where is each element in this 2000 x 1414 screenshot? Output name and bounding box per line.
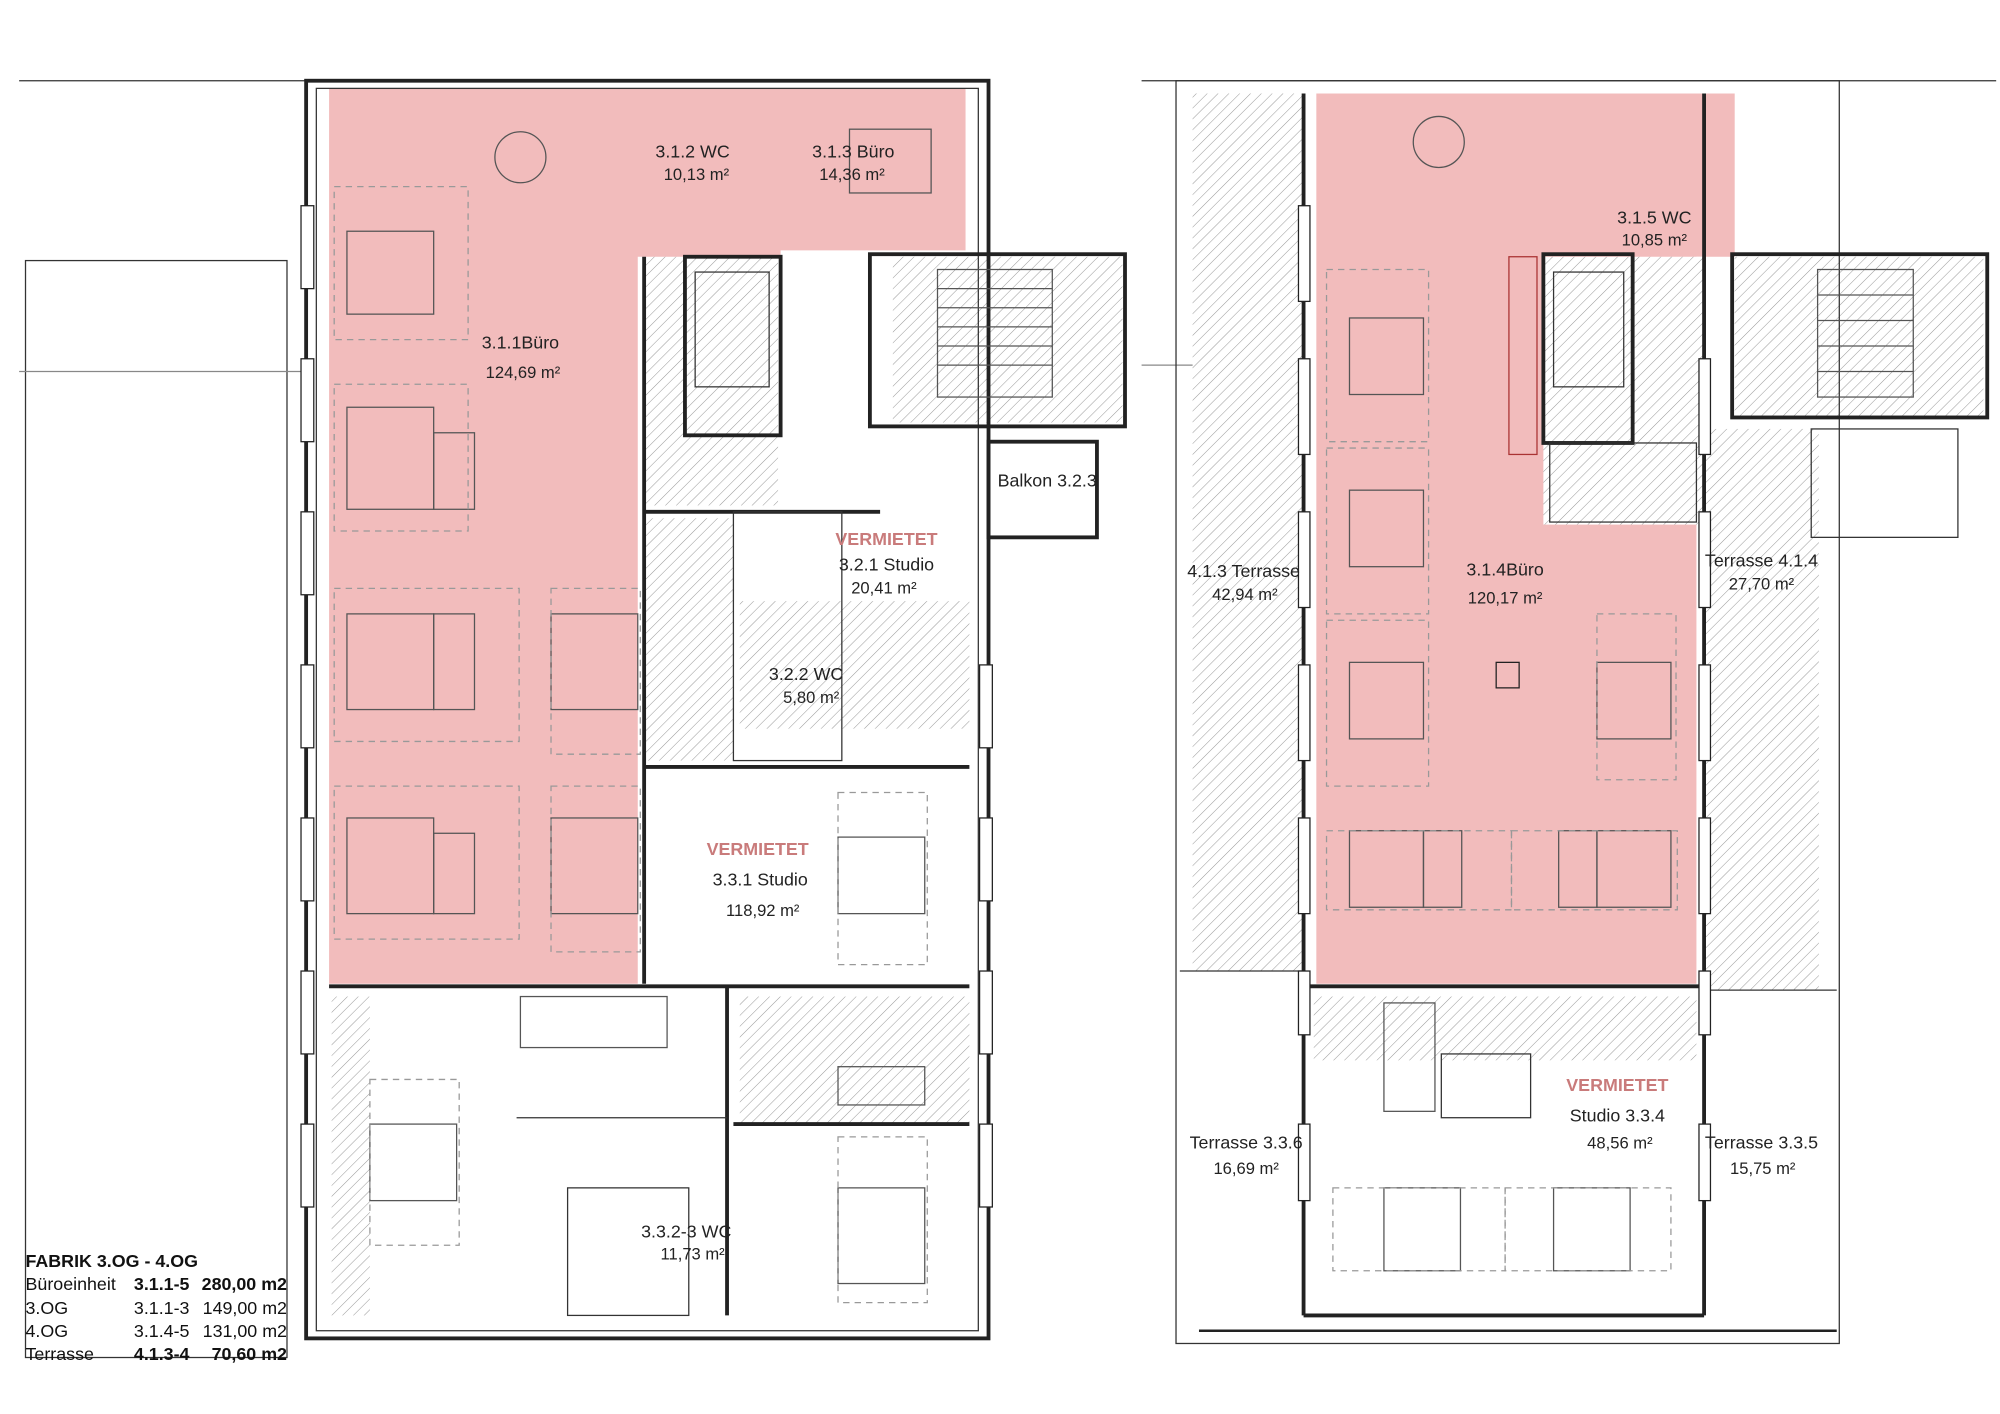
- status-vermietet: VERMIETET: [835, 529, 937, 549]
- room-label: 4.1.3 Terrasse: [1187, 561, 1300, 581]
- legend-area: 149,00 m2: [203, 1298, 287, 1318]
- legend-name: Büroeinheit: [26, 1274, 116, 1294]
- room-area: 118,92 m²: [726, 901, 800, 920]
- legend-name: 4.OG: [26, 1321, 69, 1341]
- room-label: Terrasse 3.3.6: [1190, 1132, 1303, 1152]
- terrace-4-1-3: [1192, 93, 1304, 972]
- room-area: 10,85 m²: [1622, 230, 1688, 249]
- room-label: Studio 3.3.4: [1570, 1106, 1665, 1126]
- terrace-4-1-4: [1704, 428, 1819, 991]
- legend-range: 3.1.1-3: [134, 1298, 190, 1318]
- legend-area: 131,00 m2: [203, 1321, 287, 1341]
- room-label: 3.2.1 Studio: [839, 555, 934, 575]
- room-label: 3.3.1 Studio: [713, 870, 808, 890]
- room-label: 3.3.2-3 WC: [641, 1222, 731, 1242]
- legend-range: 3.1.1-5: [134, 1274, 190, 1294]
- room-area: 27,70 m²: [1729, 575, 1795, 594]
- room-area: 16,69 m²: [1213, 1159, 1279, 1178]
- status-vermietet: VERMIETET: [707, 839, 809, 859]
- room-label: 3.1.4Büro: [1466, 560, 1543, 580]
- legend-title: FABRIK 3.OG - 4.OG: [26, 1251, 199, 1271]
- room-area: 14,36 m²: [819, 165, 885, 184]
- room-label: 3.1.3 Büro: [812, 141, 894, 161]
- legend-row: 3.OG 3.1.1-3 149,00 m2: [26, 1298, 288, 1318]
- status-vermietet: VERMIETET: [1566, 1075, 1668, 1095]
- room-label: Terrasse 4.1.4: [1705, 551, 1818, 571]
- office-area-3-1-1: [329, 88, 966, 984]
- legend-area: 70,60 m2: [212, 1344, 287, 1364]
- room-area: 11,73 m²: [661, 1244, 726, 1263]
- legend-row: Terrasse 4.1.3-4 70,60 m2: [26, 1344, 288, 1364]
- legend-range: 3.1.4-5: [134, 1321, 190, 1341]
- room-area: 120,17 m²: [1468, 589, 1543, 608]
- room-area: 124,69 m²: [486, 363, 561, 382]
- legend-name: 3.OG: [26, 1298, 69, 1318]
- room-area: 15,75 m²: [1730, 1159, 1796, 1178]
- room-label: 3.2.2 WC: [769, 664, 843, 684]
- plan-3og: 3.1.1Büro 124,69 m² 3.1.2 WC 10,13 m² 3.…: [300, 78, 1127, 1341]
- room-area: 48,56 m²: [1587, 1133, 1653, 1152]
- plan-4og: 3.1.4Büro 120,17 m² 3.1.5 WC 10,85 m² 4.…: [1175, 80, 1990, 1345]
- room-area: 42,94 m²: [1212, 585, 1278, 604]
- room-label: Terrasse 3.3.5: [1705, 1132, 1818, 1152]
- legend-row: 4.OG 3.1.4-5 131,00 m2: [26, 1321, 288, 1341]
- area-legend: FABRIK 3.OG - 4.OG Büroeinheit 3.1.1-5 2…: [26, 1251, 288, 1364]
- room-label: 3.1.1Büro: [482, 333, 559, 353]
- room-area: 10,13 m²: [664, 165, 730, 184]
- legend-area: 280,00 m2: [202, 1274, 287, 1294]
- legend-range: 4.1.3-4: [134, 1344, 190, 1364]
- room-label: Balkon 3.2.3: [998, 470, 1097, 490]
- room-label: 3.1.2 WC: [655, 141, 729, 161]
- room-area: 5,80 m²: [783, 688, 840, 707]
- legend-name: Terrasse: [26, 1344, 94, 1364]
- legend-row: Büroeinheit 3.1.1-5 280,00 m2: [26, 1274, 288, 1294]
- room-area: 20,41 m²: [851, 578, 917, 597]
- room-label: 3.1.5 WC: [1617, 208, 1691, 228]
